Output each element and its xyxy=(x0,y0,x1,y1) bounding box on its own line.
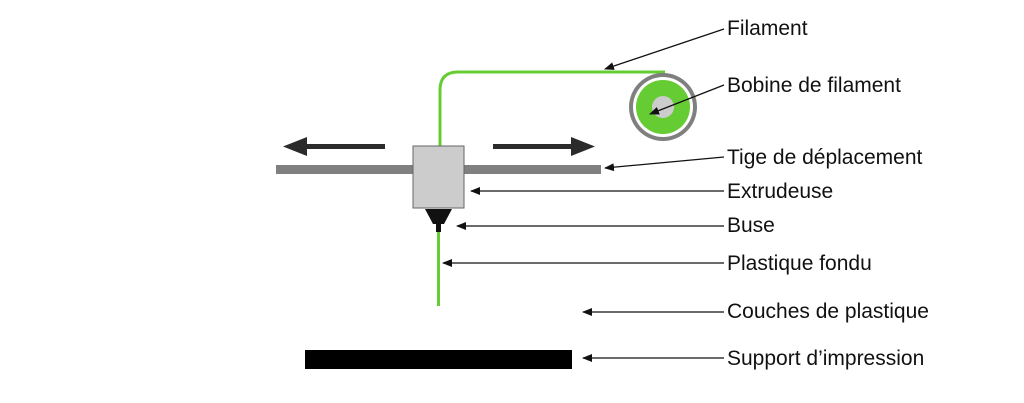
left-direction-arrow xyxy=(283,137,385,156)
filament-strand xyxy=(438,70,665,148)
leader-filament xyxy=(604,28,725,70)
nozzle xyxy=(425,209,452,232)
label-extrudeuse: Extrudeuse xyxy=(727,180,834,203)
right-direction-arrow xyxy=(493,137,595,156)
label-buse: Buse xyxy=(727,214,775,237)
leader-bobine xyxy=(649,84,725,115)
label-tige: Tige de déplacement xyxy=(727,146,923,169)
label-filament: Filament xyxy=(727,17,808,40)
print-bed xyxy=(305,350,572,369)
filament-spool-icon xyxy=(629,73,697,141)
melted-plastic-strand xyxy=(437,232,440,306)
label-plastique-fondu: Plastique fondu xyxy=(727,252,872,275)
label-couches: Couches de plastique xyxy=(727,300,929,323)
leader-tige xyxy=(604,156,725,172)
label-support: Support d’impression xyxy=(727,347,925,370)
extruder-body xyxy=(412,145,465,209)
label-bobine: Bobine de filament xyxy=(727,74,901,97)
